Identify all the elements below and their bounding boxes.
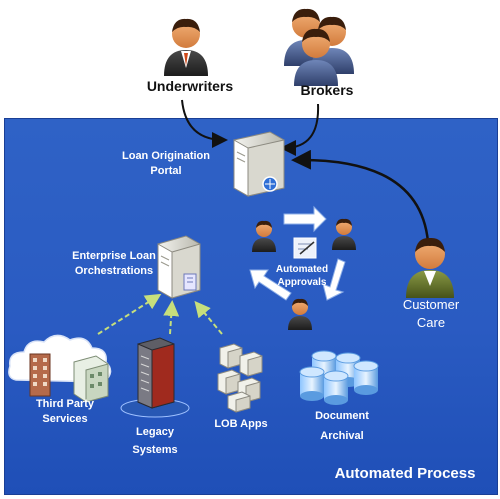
orchestration-server-icon [157,235,201,299]
underwriters-to-portal-arrow [181,99,228,148]
approval-cycle-arrows [249,205,346,301]
approver-person-icon [332,218,356,250]
approval-document-icon [293,237,317,259]
approver-person-icon [252,220,276,252]
thirdparty-to-orchestration-arrow [97,293,162,335]
archival-label-line2: Archival [320,430,364,442]
orchestration-label-line1: Enterprise Loan [72,250,156,262]
legacy-label-line2: Systems [132,444,178,456]
legacy-to-orchestration-arrow [163,300,180,335]
customer-care-label-line2: Care [416,315,446,330]
brokers-to-portal-arrow [280,103,320,156]
underwriter-person-icon [164,18,208,76]
portal-label-line1: Loan Origination [122,150,210,162]
brokers-label: Brokers [300,82,354,98]
lob-apps-label: LOB Apps [214,418,268,430]
panel-title: Automated Process [334,465,476,482]
approvals-label-line1: Automated [275,264,329,275]
brokers-group-icon [284,8,354,86]
approvals-label-line2: Approvals [277,277,327,288]
legacy-mainframe-icon [120,337,190,418]
document-archival-database-icon [299,350,379,405]
archival-label-line1: Document [315,410,369,422]
third-party-cloud-icon [8,334,112,403]
lob-apps-servers-icon [217,343,263,413]
portal-server-icon [233,131,285,197]
third-party-label-line2: Services [42,413,88,425]
orchestration-label-line2: Orchestrations [74,265,154,277]
customer-care-person-icon [406,237,454,298]
portal-label-line2: Portal [150,165,182,177]
customer-care-label-line1: Customer [402,297,460,312]
underwriters-label: Underwriters [146,78,234,94]
approver-person-icon [288,298,312,330]
third-party-label-line1: Third Party [35,398,95,410]
lob-to-orchestration-arrow [194,300,223,335]
legacy-label-line1: Legacy [136,426,174,438]
customer-to-portal-arrow [291,149,430,243]
